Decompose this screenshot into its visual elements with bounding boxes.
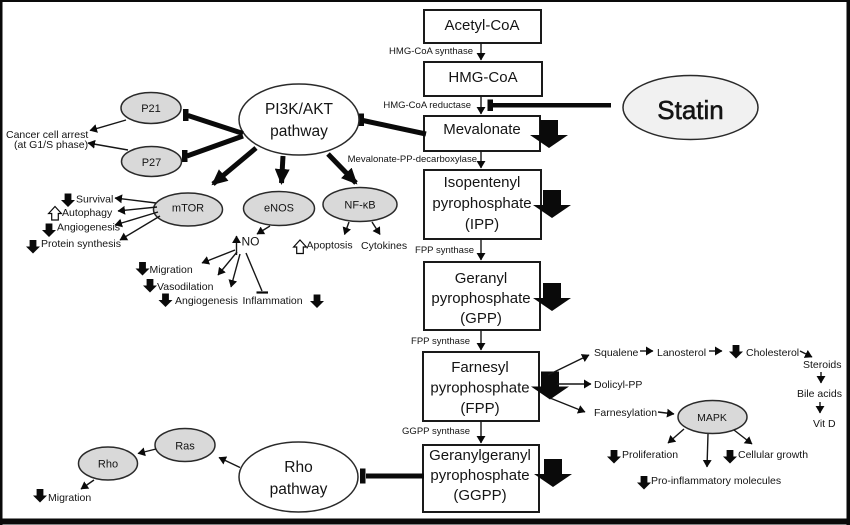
svg-text:Geranyl: Geranyl: [455, 270, 508, 287]
svg-text:Autophagy: Autophagy: [62, 207, 113, 219]
svg-text:Migration: Migration: [48, 492, 91, 504]
svg-text:Angiogenesis: Angiogenesis: [57, 222, 120, 234]
svg-text:GGPP synthase: GGPP synthase: [402, 426, 470, 437]
svg-text:Vit D: Vit D: [813, 418, 836, 430]
svg-text:Squalene: Squalene: [594, 347, 639, 359]
svg-text:eNOS: eNOS: [264, 203, 294, 215]
svg-text:P27: P27: [142, 157, 162, 169]
svg-text:Vasodilation: Vasodilation: [157, 281, 214, 293]
svg-text:Farnesylation: Farnesylation: [594, 407, 657, 419]
svg-text:Mevalonate: Mevalonate: [443, 121, 521, 138]
svg-text:Dolicyl-PP: Dolicyl-PP: [594, 379, 642, 391]
svg-text:mTOR: mTOR: [172, 203, 204, 215]
svg-text:MAPK: MAPK: [697, 412, 727, 424]
svg-text:pyrophosphate: pyrophosphate: [430, 380, 529, 397]
svg-text:(GGPP): (GGPP): [453, 487, 506, 504]
svg-text:Bile acids: Bile acids: [797, 388, 842, 400]
svg-text:FPP synthase: FPP synthase: [411, 336, 470, 347]
svg-text:Cancer cell arrest: Cancer cell arrest: [6, 129, 88, 141]
svg-text:(IPP): (IPP): [465, 216, 499, 233]
svg-text:pyrophosphate: pyrophosphate: [430, 467, 529, 484]
svg-text:P21: P21: [141, 103, 161, 115]
svg-text:NF-κB: NF-κB: [344, 200, 375, 212]
svg-text:Pro-inflammatory molecules: Pro-inflammatory molecules: [651, 475, 781, 487]
svg-text:Rho: Rho: [98, 459, 118, 471]
svg-text:Farnesyl: Farnesyl: [451, 359, 509, 376]
svg-text:Statin: Statin: [657, 95, 724, 125]
svg-text:Cellular growth: Cellular growth: [738, 449, 808, 461]
svg-text:NO: NO: [242, 235, 260, 249]
svg-text:Proliferation: Proliferation: [622, 449, 678, 461]
svg-text:FPP synthase: FPP synthase: [415, 245, 474, 256]
svg-text:(GPP): (GPP): [460, 310, 502, 327]
svg-text:Protein synthesis: Protein synthesis: [41, 238, 121, 250]
svg-text:(at G1/S phase): (at G1/S phase): [14, 139, 88, 151]
svg-text:Cholesterol: Cholesterol: [746, 347, 799, 359]
svg-text:Ras: Ras: [175, 441, 195, 453]
svg-text:pathway: pathway: [270, 481, 328, 498]
svg-text:Migration: Migration: [150, 264, 193, 276]
svg-text:Isopentenyl: Isopentenyl: [444, 174, 521, 191]
svg-text:Lanosterol: Lanosterol: [657, 347, 706, 359]
svg-text:Geranylgeranyl: Geranylgeranyl: [429, 447, 531, 464]
svg-text:(FPP): (FPP): [460, 400, 499, 417]
svg-text:Mevalonate-PP-decarboxylase: Mevalonate-PP-decarboxylase: [348, 154, 477, 165]
svg-text:Rho: Rho: [284, 459, 312, 476]
svg-text:pathway: pathway: [270, 123, 328, 140]
svg-text:Inflammation: Inflammation: [243, 295, 303, 307]
svg-text:HMG-CoA: HMG-CoA: [448, 69, 517, 86]
svg-text:HMG-CoA reductase: HMG-CoA reductase: [383, 100, 471, 111]
svg-text:Steroids: Steroids: [803, 359, 842, 371]
svg-text:pyrophosphate: pyrophosphate: [431, 290, 530, 307]
svg-text:Acetyl-CoA: Acetyl-CoA: [444, 17, 519, 34]
svg-text:PI3K/AKT: PI3K/AKT: [265, 101, 334, 118]
svg-text:HMG-CoA synthase: HMG-CoA synthase: [389, 46, 473, 57]
svg-text:pyrophosphate: pyrophosphate: [432, 195, 531, 212]
svg-text:Cytokines: Cytokines: [361, 240, 407, 252]
svg-text:Angiogenesis: Angiogenesis: [175, 295, 238, 307]
svg-text:Apoptosis: Apoptosis: [307, 240, 353, 252]
svg-text:Survival: Survival: [76, 194, 113, 206]
